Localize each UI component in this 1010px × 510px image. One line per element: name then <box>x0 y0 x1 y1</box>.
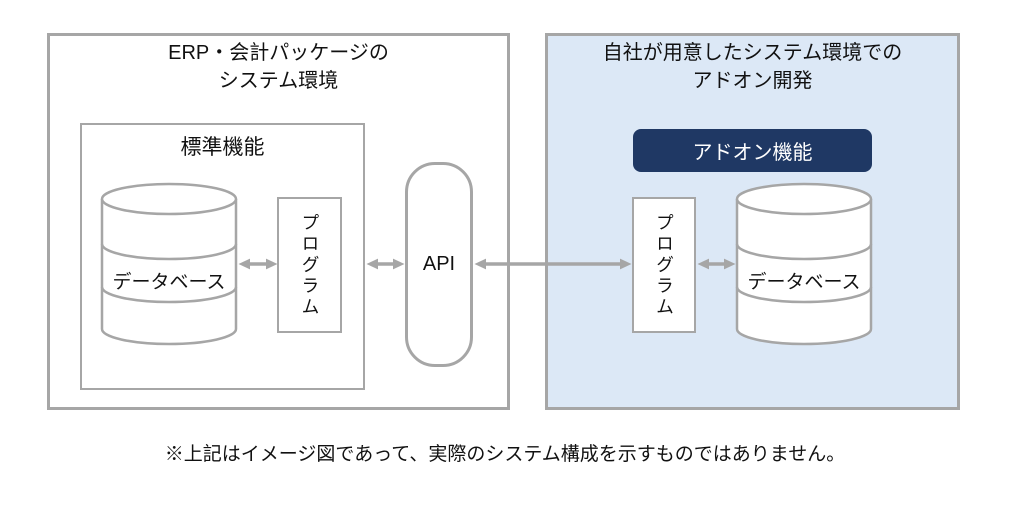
program-box-left: プログラム <box>277 197 342 333</box>
database-icon <box>735 182 873 346</box>
erp-panel-title-line2: システム環境 <box>218 70 339 92</box>
erp-panel-title-line1: ERP・会計パッケージの <box>168 42 389 64</box>
addon-panel-title-line2: アドオン開発 <box>692 70 813 92</box>
program-label-right: プログラム <box>654 212 674 318</box>
addon-panel-title: 自社が用意したシステム環境での アドオン開発 <box>545 39 960 95</box>
standard-function-title: 標準機能 <box>180 136 265 159</box>
bidirectional-arrow-api-addon <box>474 258 632 270</box>
database-label-right: データベース <box>747 272 861 293</box>
addon-function-badge: アドオン機能 <box>633 129 872 172</box>
program-label-left: プログラム <box>299 212 320 318</box>
addon-function-label: アドオン機能 <box>692 142 813 164</box>
program-box-right: プログラム <box>632 197 696 333</box>
database-label-left: データベース <box>112 272 226 293</box>
erp-panel-title: ERP・会計パッケージの システム環境 <box>47 39 510 95</box>
api-label: API <box>422 253 456 275</box>
addon-panel-title-line1: 自社が用意したシステム環境での <box>602 42 903 64</box>
bidirectional-arrow-program-db-right <box>697 258 736 270</box>
bidirectional-arrow-standard-api <box>366 258 405 270</box>
bidirectional-arrow-db-program-left <box>238 258 278 270</box>
footnote: ※上記はイメージ図であって、実際のシステム構成を示すものではありません。 <box>164 444 846 465</box>
api-box: API <box>405 162 473 367</box>
database-icon <box>100 182 238 346</box>
